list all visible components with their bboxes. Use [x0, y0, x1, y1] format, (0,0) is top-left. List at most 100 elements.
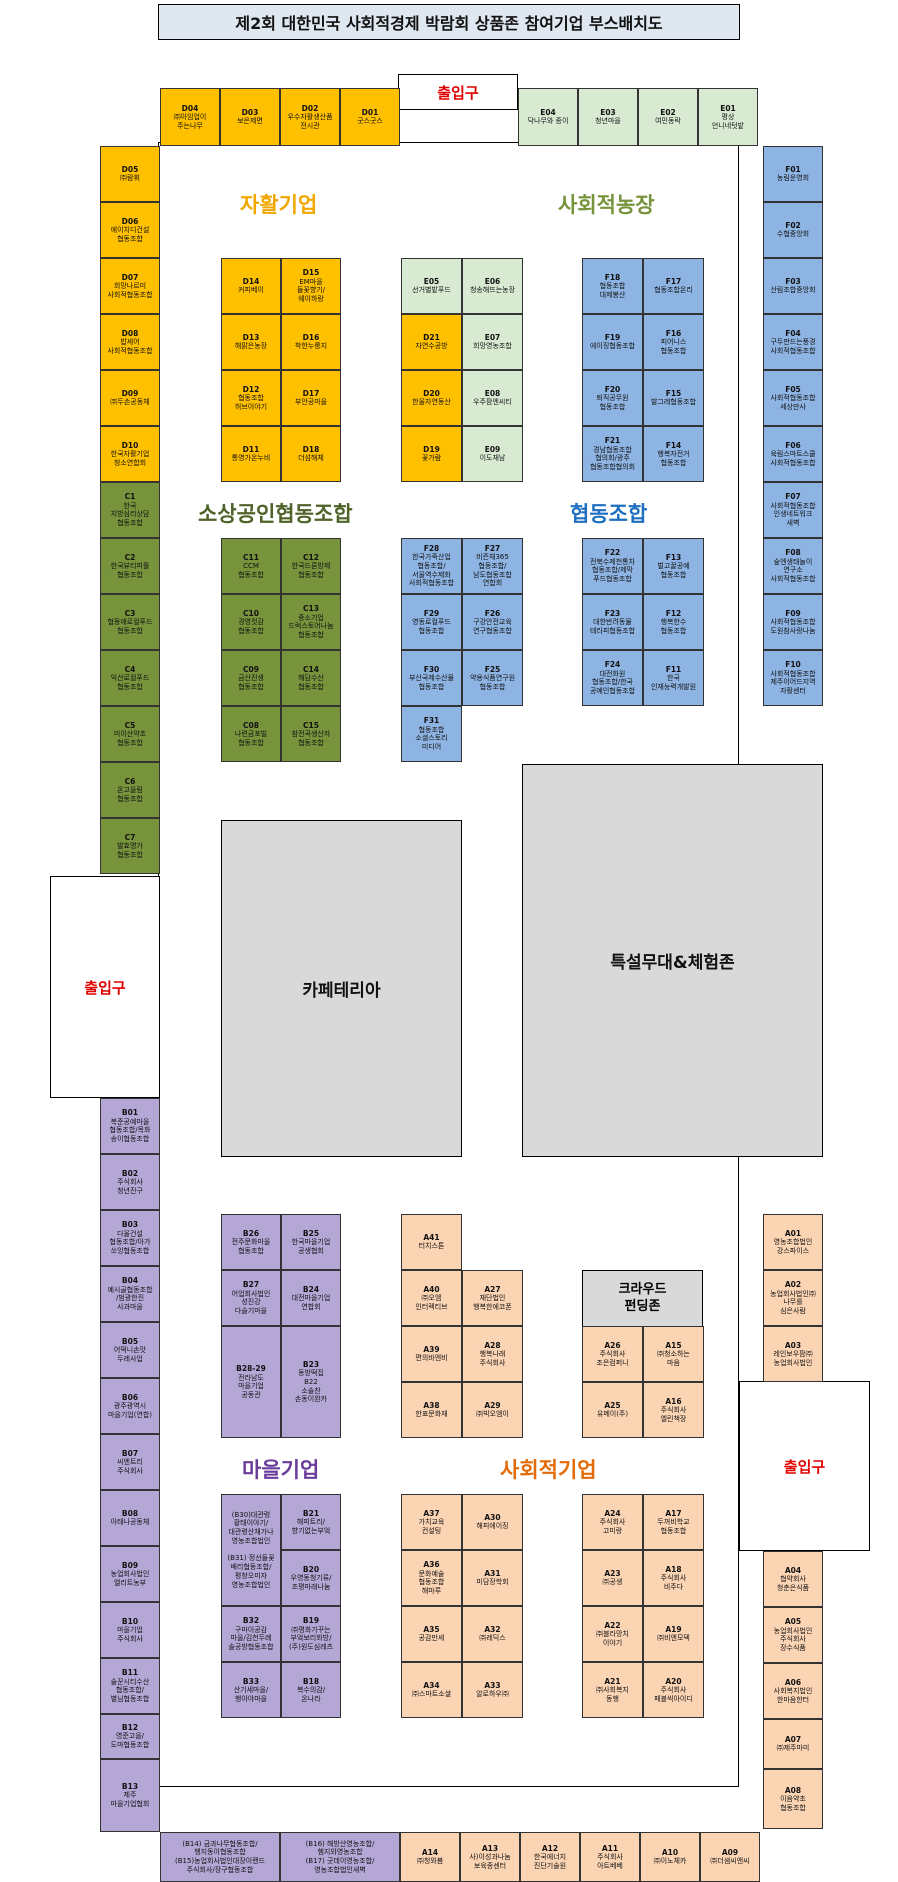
booth-d09[interactable]: D09㈜두손공동체 [100, 370, 160, 426]
booth-a22[interactable]: A22㈜블라망치 이야기 [582, 1606, 643, 1662]
booth-a29[interactable]: A29㈜빅오엠이 [462, 1382, 523, 1438]
booth-d05[interactable]: D05㈜람휘 [100, 146, 160, 202]
booth-a10[interactable]: A10㈜이노체카 [640, 1832, 700, 1882]
booth-a32[interactable]: A32㈜레딕스 [462, 1606, 523, 1662]
booth-a09[interactable]: A09㈜더샘씨앤씨 [700, 1832, 760, 1882]
booth-b16[interactable]: (B16) 해방산영농조합/ 햄지와영농조합 (B17) 굿데이영농조합/ 영농… [280, 1832, 400, 1882]
booth-b14[interactable]: (B14) 금과나무협동조합/ 행지동이협동조합 (B15)농업회사법인대장이랜… [160, 1832, 280, 1882]
booth-a19[interactable]: A19㈜비앤모덱 [643, 1606, 704, 1662]
booth-a21[interactable]: A21㈜사회복지 동행 [582, 1662, 643, 1718]
booth-d04[interactable]: D04㈜아임업이 주는나무 [160, 88, 220, 146]
booth-a40[interactable]: A40㈜오엠 인터렉티브 [401, 1270, 462, 1326]
booth-a07[interactable]: A07㈜제주마미 [763, 1719, 823, 1769]
booth-b30[interactable]: (B30)대관령 황태이야기/ 대관령산채가나 영농조합법인 (B31) 정선들… [221, 1494, 281, 1606]
booth-b19[interactable]: B19㈜평화가꾸는 부엌보리화방/ (주)원도심레츠 [281, 1606, 341, 1662]
